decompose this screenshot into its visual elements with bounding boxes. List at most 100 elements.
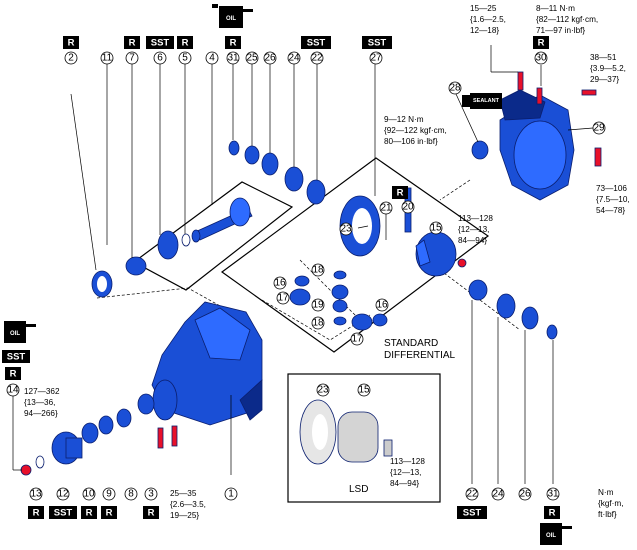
badge-sst-22: SST [301, 36, 331, 49]
callout-29: 29 [592, 121, 606, 135]
bolt-top-2 [536, 87, 543, 105]
oil-can-icon-left: OIL [4, 321, 36, 343]
ring-gear-23-hole [352, 208, 372, 244]
torque-mid: 9—12 N·m {92—122 kgf·cm, 80—106 in·lbf} [384, 115, 449, 146]
svg-text:R: R [549, 508, 556, 519]
callout-26-bottom: 26 [518, 487, 532, 501]
callout-22-top: 22 [310, 51, 324, 65]
svg-text:6: 6 [157, 53, 163, 64]
callout-21: 21 [379, 201, 393, 215]
callout-2: 2 [64, 51, 78, 65]
callout-27: 27 [369, 51, 383, 65]
labels: STANDARD DIFFERENTIAL LSD N·m {kgf·m, ft… [349, 338, 623, 519]
leaders [12, 45, 594, 484]
callout-31-top: 31 [226, 51, 240, 65]
svg-text:SST: SST [151, 38, 170, 49]
svg-text:R: R [538, 38, 545, 49]
svg-text:2: 2 [68, 53, 74, 64]
bolt-right-2 [594, 147, 602, 167]
svg-text:R: R [10, 369, 17, 380]
bearing-race-2-hole [97, 276, 107, 292]
bolt-a [157, 427, 164, 449]
bolt-diff [457, 258, 467, 268]
rear-cover-29 [499, 89, 575, 201]
lsd-frame [287, 373, 441, 503]
spacer-5 [181, 233, 191, 247]
callout-5: 5 [178, 51, 192, 65]
callout-18-b: 18 [311, 316, 325, 330]
oil-seal-10 [81, 422, 99, 444]
side-gear-17-b [351, 313, 373, 331]
callout-28: 28 [448, 81, 462, 95]
svg-text:31: 31 [227, 53, 239, 64]
svg-text:31: 31 [547, 489, 559, 500]
bearing-6 [157, 230, 179, 260]
svg-text:SST: SST [7, 352, 26, 363]
callout-19: 19 [311, 298, 325, 312]
svg-text:13: 13 [30, 489, 42, 500]
torque-right1: 38—51 {3.9—5.2, 29—37} [590, 53, 628, 84]
torque-flange: 127—362 {13—36, 94—266} [24, 387, 62, 418]
callout-7: 7 [125, 51, 139, 65]
svg-text:15: 15 [358, 385, 370, 396]
svg-text:24: 24 [492, 489, 504, 500]
badge-sst-left: SST [2, 350, 30, 363]
svg-text:SST: SST [368, 38, 387, 49]
pinion-group-frame [132, 181, 294, 291]
spacer-8 [116, 408, 132, 428]
callout-16-a: 16 [273, 276, 287, 290]
callout-1: 1 [224, 487, 238, 501]
callout-15-lsd: 15 [357, 383, 371, 397]
svg-text:10: 10 [83, 489, 95, 500]
svg-text:17: 17 [277, 293, 289, 304]
svg-text:OIL: OIL [546, 533, 556, 539]
part-25-top [244, 145, 260, 165]
svg-text:22: 22 [311, 53, 323, 64]
torque-top1: 15—25 {1.6—2.5, 12—18} [470, 4, 508, 35]
svg-text:18: 18 [312, 265, 324, 276]
svg-text:SST: SST [463, 508, 482, 519]
badge-r-2: R [63, 36, 79, 49]
callout-17-b: 17 [350, 332, 364, 346]
badge-r-14: R [5, 367, 21, 380]
svg-text:16: 16 [274, 278, 286, 289]
badge-r-31: R [225, 36, 241, 49]
callout-15: 15 [429, 221, 443, 235]
svg-text:26: 26 [264, 53, 276, 64]
units-label-3: ft·lbf} [598, 510, 617, 519]
callout-10: 10 [82, 487, 96, 501]
callout-22-bottom: 22 [465, 487, 479, 501]
torque-specs: 15—25 {1.6—2.5, 12—18} 8—11 N·m {82—112 … [24, 4, 630, 520]
callout-23-lsd: 23 [316, 383, 330, 397]
svg-text:19: 19 [312, 300, 324, 311]
svg-text:R: R [33, 508, 40, 519]
svg-text:R: R [86, 508, 93, 519]
callout-17-a: 17 [276, 291, 290, 305]
dash-line-1 [96, 287, 239, 357]
part-22-top [306, 179, 326, 205]
washer-18-a [333, 270, 347, 280]
badge-r-10: R [81, 506, 97, 519]
svg-text:8: 8 [128, 489, 134, 500]
bearing-9 [98, 415, 114, 435]
spacer-7 [125, 256, 147, 276]
callout-6: 6 [153, 51, 167, 65]
sealant-icon: SEALANT [462, 93, 502, 109]
callout-24-top: 24 [287, 51, 301, 65]
drive-pinion-4 [191, 197, 253, 243]
badge-r-31b: R [544, 506, 560, 519]
callout-23: 23 [339, 222, 353, 236]
badge-r-30: R [533, 36, 549, 49]
svg-text:18: 18 [312, 318, 324, 329]
svg-text:28: 28 [449, 83, 461, 94]
nut-14 [20, 464, 32, 476]
oil-can-icon-top: OIL [212, 4, 253, 28]
svg-text:SST: SST [54, 508, 73, 519]
svg-text:23: 23 [340, 224, 352, 235]
callout-18-a: 18 [311, 263, 325, 277]
oil-can-icon-bottom: OIL [540, 523, 572, 545]
svg-text:OIL: OIL [10, 331, 20, 337]
svg-text:29: 29 [593, 123, 605, 134]
callout-11: 11 [100, 51, 114, 65]
standard-diff-label-2: DIFFERENTIAL [384, 350, 456, 361]
